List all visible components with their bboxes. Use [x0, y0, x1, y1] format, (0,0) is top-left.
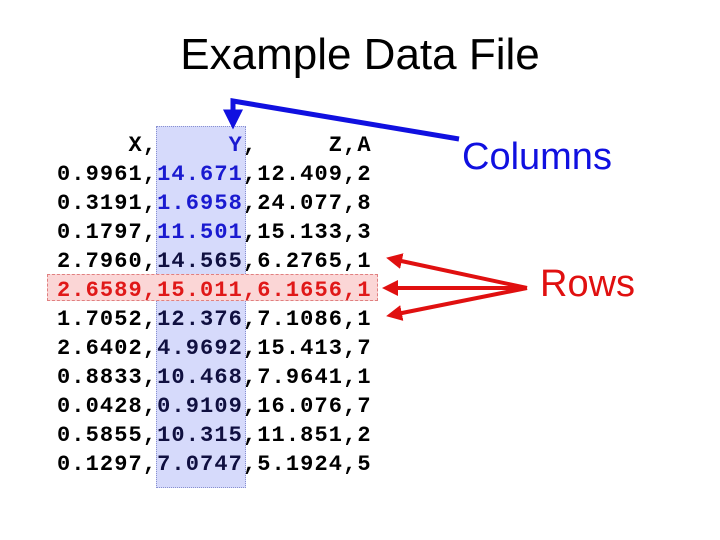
cell-y: 11.501 — [157, 220, 243, 245]
cell-x: 0.3191, — [57, 191, 158, 216]
table-row: 0.1297,7.0747,5.1924,5 — [57, 450, 372, 479]
table-row: 0.8833,10.468,7.9641,1 — [57, 363, 372, 392]
cell-y: 14.671 — [157, 162, 243, 187]
table-row: 2.6402,4.9692,15.413,7 — [57, 334, 372, 363]
cell-x: 2.6589, — [57, 278, 158, 303]
header-y: Y — [157, 133, 243, 158]
columns-arrow — [223, 98, 460, 142]
rows-arrow-3 — [386, 286, 528, 321]
cell-y: 10.315 — [157, 423, 243, 448]
cell-y: 0.9109 — [157, 394, 243, 419]
cell-x: 0.9961, — [57, 162, 158, 187]
cell-x: 0.1797, — [57, 220, 158, 245]
cell-y: 14.565 — [157, 249, 243, 274]
cell-y: 12.376 — [157, 307, 243, 332]
cell-rest: ,5.1924,5 — [242, 452, 372, 477]
cell-rest: ,6.1656,1 — [242, 278, 372, 303]
cell-y: 15.011 — [157, 278, 243, 303]
columns-label: Columns — [462, 136, 612, 178]
cell-rest: ,12.409,2 — [242, 162, 372, 187]
table-row: 2.6589,15.011,6.1656,1 — [57, 276, 372, 305]
table-row: 0.5855,10.315,11.851,2 — [57, 421, 372, 450]
cell-y: 1.6958 — [157, 191, 243, 216]
cell-rest: ,15.133,3 — [242, 220, 372, 245]
table-row: 0.9961,14.671,12.409,2 — [57, 160, 372, 189]
table-row: 0.0428,0.9109,16.076,7 — [57, 392, 372, 421]
header-row: X, Y, Z,A — [57, 131, 372, 160]
table-row: 2.7960,14.565,6.2765,1 — [57, 247, 372, 276]
cell-rest: ,7.9641,1 — [242, 365, 372, 390]
table-row: 0.3191,1.6958,24.077,8 — [57, 189, 372, 218]
cell-x: 0.0428, — [57, 394, 158, 419]
cell-y: 7.0747 — [157, 452, 243, 477]
cell-x: 0.8833, — [57, 365, 158, 390]
cell-x: 0.1297, — [57, 452, 158, 477]
cell-x: 2.6402, — [57, 336, 158, 361]
slide-title: Example Data File — [180, 30, 540, 79]
y-column-highlight — [156, 126, 246, 488]
cell-y: 10.468 — [157, 365, 243, 390]
cell-rest: ,7.1086,1 — [242, 307, 372, 332]
cell-y: 4.9692 — [157, 336, 243, 361]
table-row: 0.1797,11.501,15.133,3 — [57, 218, 372, 247]
rows-label: Rows — [540, 263, 636, 305]
cell-rest: ,15.413,7 — [242, 336, 372, 361]
row-highlight — [47, 274, 378, 301]
rows-arrow-1 — [386, 253, 528, 290]
cell-x: 1.7052, — [57, 307, 158, 332]
cell-x: 2.7960, — [57, 249, 158, 274]
table-row: 1.7052,12.376,7.1086,1 — [57, 305, 372, 334]
cell-x: 0.5855, — [57, 423, 158, 448]
header-z-a: , Z,A — [242, 133, 372, 158]
cell-rest: ,24.077,8 — [242, 191, 372, 216]
cell-rest: ,6.2765,1 — [242, 249, 372, 274]
cell-rest: ,16.076,7 — [242, 394, 372, 419]
cell-rest: ,11.851,2 — [242, 423, 372, 448]
header-x: X, — [57, 133, 158, 158]
